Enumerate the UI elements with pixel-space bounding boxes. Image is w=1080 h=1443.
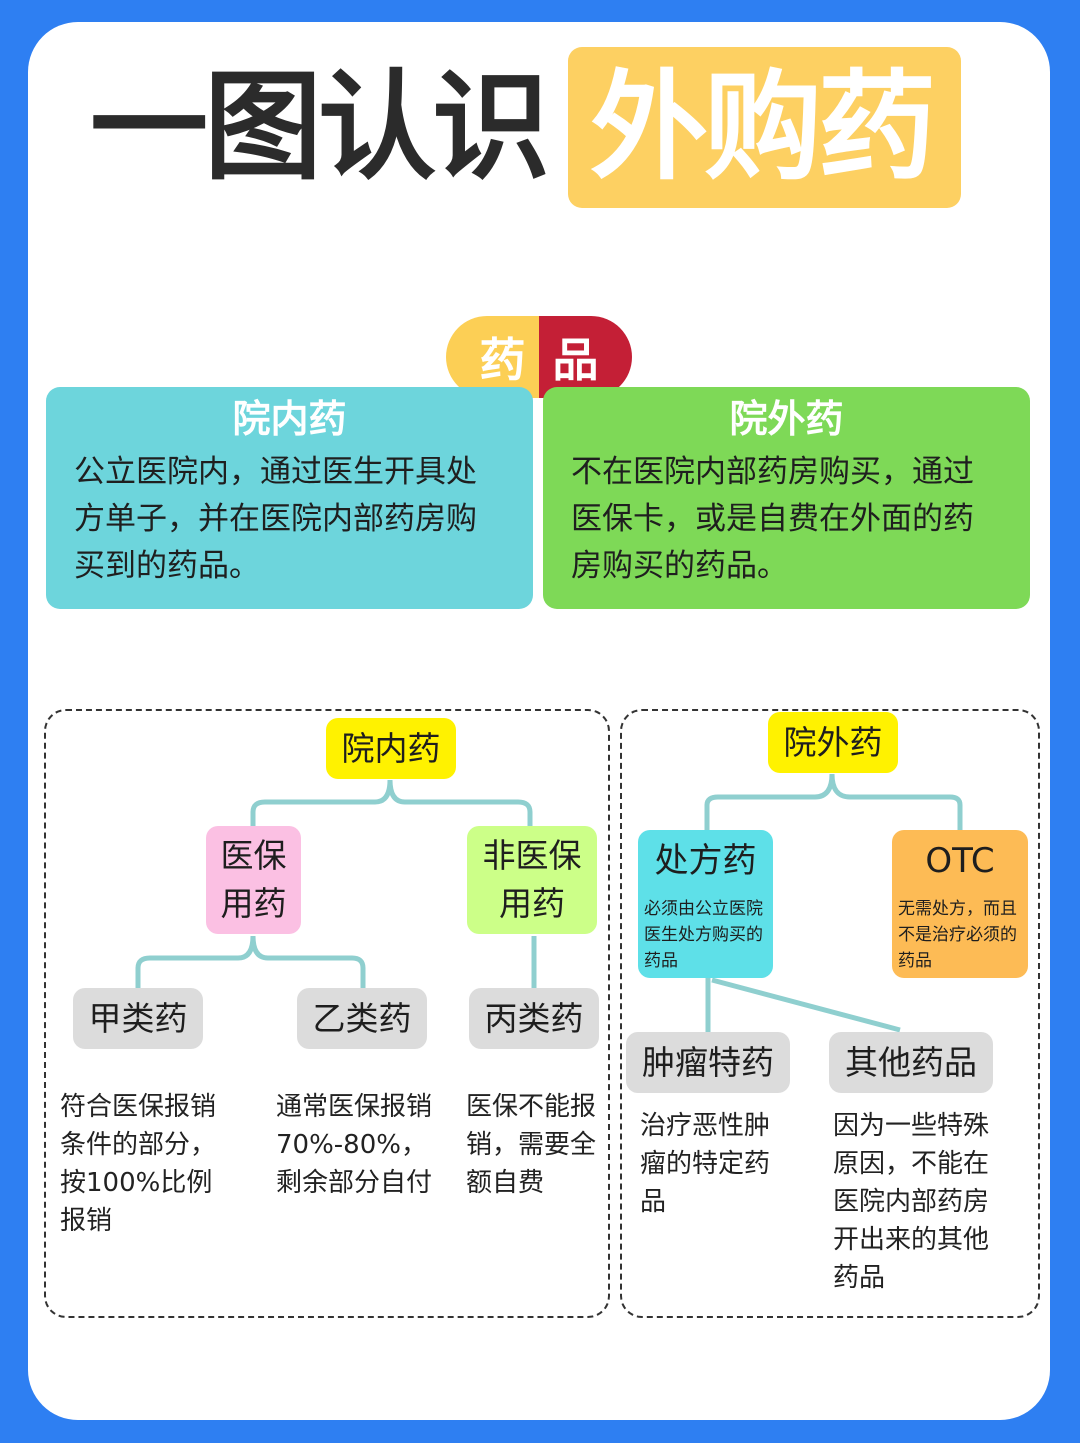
node-prescription: 处方药 必须由公立医院医生处方购买的药品 (638, 830, 773, 978)
node-class-c: 丙类药 (469, 988, 599, 1049)
title-highlight: 外购药 (590, 58, 936, 196)
title-highlight-box (568, 47, 961, 208)
desc-class-b: 通常医保报销70%-80%，剩余部分自付 (276, 1092, 433, 1198)
desc-oncology: 治疗恶性肿瘤的特定药品 (640, 1111, 771, 1217)
card-title: 院外药 (729, 397, 844, 441)
pill-right: 品 (539, 316, 632, 398)
node-otc: OTC 无需处方，而且不是治疗必须的药品 (892, 830, 1028, 978)
card-in-hospital: 院内药 公立医院内，通过医生开具处方单子，并在医院内部药房购买到的药品。 (46, 387, 533, 609)
desc-other: 因为一些特殊原因，不能在医院内部药房开出来的其他药品 (833, 1111, 990, 1293)
card-out-hospital: 院外药 不在医院内部药房购买，通过医保卡，或是自费在外面的药房购买的药品。 (543, 387, 1030, 609)
node-class-b: 乙类药 (297, 988, 427, 1049)
node-otc-desc: 无需处方，而且不是治疗必须的药品 (898, 899, 1017, 971)
drug-pill: 药 品 (446, 316, 632, 398)
left-tree-frame (44, 709, 610, 1318)
desc-class-c: 医保不能报销，需要全额自费 (466, 1092, 597, 1198)
title-prefix: 一图认识 (90, 58, 550, 196)
node-insured: 医保用药 (206, 826, 301, 934)
card-body: 公立医院内，通过医生开具处方单子，并在医院内部药房购买到的药品。 (74, 454, 477, 584)
right-root-node: 院外药 (768, 712, 898, 773)
left-root-node: 院内药 (326, 718, 456, 779)
card-body: 不在医院内部药房购买，通过医保卡，或是自费在外面的药房购买的药品。 (571, 454, 974, 584)
node-otc-title: OTC (925, 841, 995, 881)
pill-left: 药 (446, 316, 539, 398)
node-other: 其他药品 (829, 1032, 993, 1093)
desc-class-a: 符合医保报销条件的部分，按100%比例报销 (60, 1092, 217, 1236)
node-class-a: 甲类药 (73, 988, 203, 1049)
node-uninsured: 非医保用药 (467, 826, 597, 934)
node-prescription-desc: 必须由公立医院医生处方购买的药品 (644, 899, 763, 971)
right-tree-frame (620, 709, 1040, 1318)
node-prescription-title: 处方药 (654, 841, 757, 881)
node-oncology: 肿瘤特药 (626, 1032, 790, 1093)
card-title: 院内药 (232, 397, 347, 441)
